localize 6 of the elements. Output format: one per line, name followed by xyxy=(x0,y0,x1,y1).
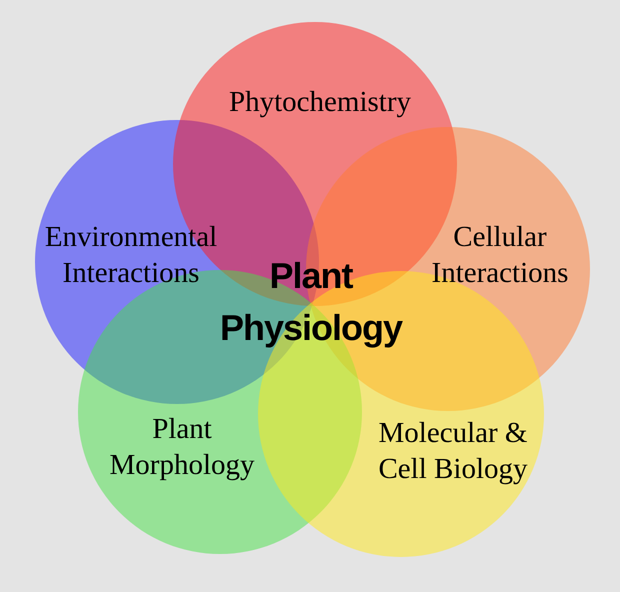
circle-label: Cellular Interactions xyxy=(430,220,570,291)
central-title: Plant Physiology xyxy=(218,254,404,350)
circle-label: Environmental Interactions xyxy=(44,220,218,291)
circle-label: Plant Morphology xyxy=(108,412,256,483)
circle-label: Molecular & Cell Biology xyxy=(377,416,529,487)
circle-label: Phytochemistry xyxy=(228,85,412,120)
